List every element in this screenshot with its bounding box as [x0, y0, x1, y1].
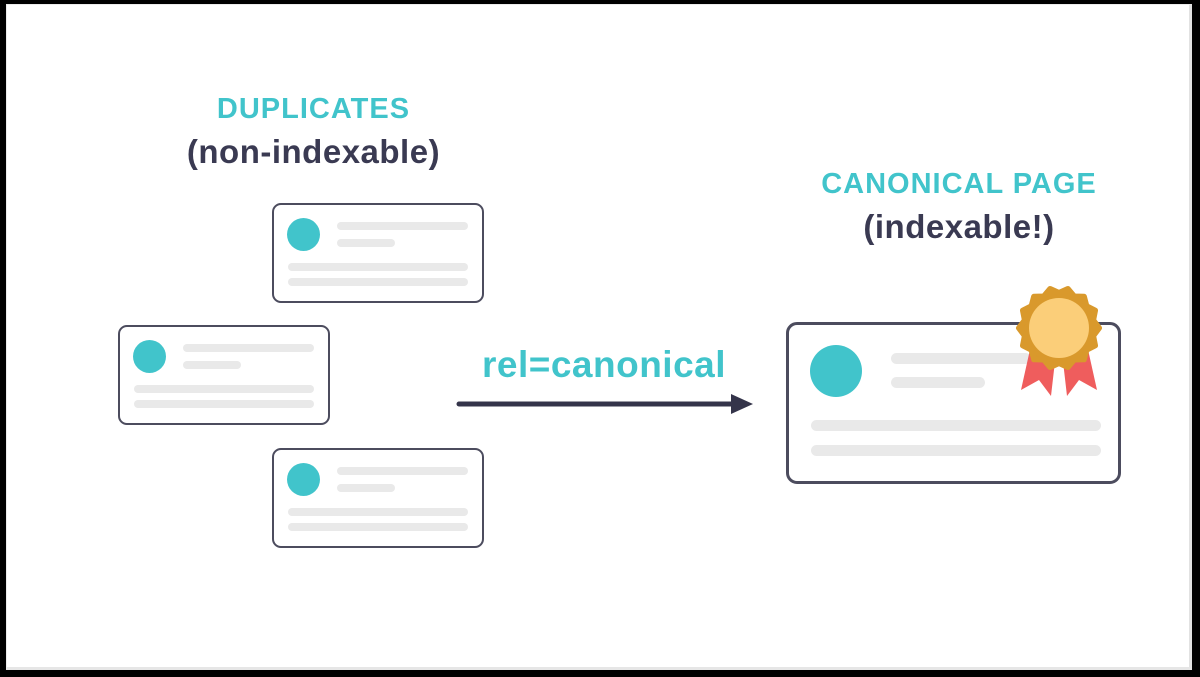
- slide-canvas: DUPLICATES (non-indexable) CANONICAL PAG…: [6, 4, 1192, 670]
- text-line-placeholder: [811, 445, 1101, 456]
- text-line-placeholder: [288, 263, 468, 271]
- duplicates-title: DUPLICATES: [216, 93, 411, 125]
- award-ribbon-icon: [1016, 286, 1102, 396]
- duplicate-card-3: [272, 448, 484, 548]
- text-line-placeholder: [134, 385, 314, 393]
- text-line-placeholder: [183, 344, 314, 352]
- duplicates-subtitle: (non-indexable): [186, 133, 441, 170]
- text-line-placeholder: [337, 222, 468, 230]
- text-line-placeholder: [811, 420, 1101, 431]
- rel-canonical-label: rel=canonical: [481, 344, 727, 385]
- text-line-placeholder: [337, 484, 395, 492]
- text-line-placeholder: [288, 508, 468, 516]
- canonical-heading: CANONICAL PAGE (indexable!): [784, 166, 1134, 249]
- avatar-circle: [287, 218, 320, 251]
- duplicates-heading: DUPLICATES (non-indexable): [141, 91, 486, 174]
- avatar-circle: [133, 340, 166, 373]
- avatar-circle: [810, 345, 862, 397]
- canonical-subtitle: (indexable!): [863, 208, 1055, 245]
- text-line-placeholder: [891, 353, 1031, 364]
- duplicate-card-1: [272, 203, 484, 303]
- text-line-placeholder: [134, 400, 314, 408]
- text-line-placeholder: [337, 467, 468, 475]
- text-line-placeholder: [183, 361, 241, 369]
- text-line-placeholder: [337, 239, 395, 247]
- avatar-circle: [287, 463, 320, 496]
- text-line-placeholder: [288, 278, 468, 286]
- arrow-right-icon: [456, 394, 753, 414]
- duplicate-card-2: [118, 325, 330, 425]
- text-line-placeholder: [891, 377, 985, 388]
- text-line-placeholder: [288, 523, 468, 531]
- canonical-title: CANONICAL PAGE: [821, 168, 1097, 200]
